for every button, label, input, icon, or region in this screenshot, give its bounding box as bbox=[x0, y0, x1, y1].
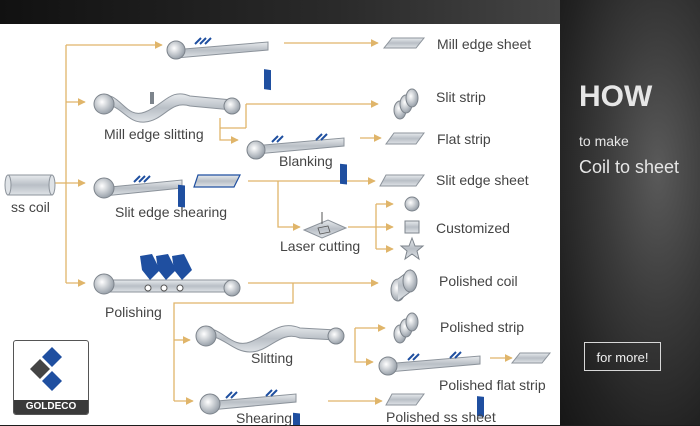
connectors bbox=[54, 39, 513, 405]
polished-coil-label: Polished coil bbox=[439, 273, 518, 289]
polished-flat-strip-icon bbox=[510, 352, 552, 364]
mill-edge-slitting-label: Mill edge slitting bbox=[104, 126, 204, 142]
top-band bbox=[0, 0, 560, 24]
flat-strip-label: Flat strip bbox=[437, 131, 491, 147]
slitting-icon bbox=[195, 325, 345, 353]
slitting-label: Slitting bbox=[251, 350, 294, 366]
for-more-button[interactable]: for more! bbox=[584, 342, 661, 371]
slit-edge-shearing-label: Slit edge shearing bbox=[115, 204, 228, 220]
customized-label: Customized bbox=[436, 220, 510, 236]
goldeco-logo-mark-icon bbox=[30, 347, 62, 391]
customized-circle-icon bbox=[404, 196, 420, 212]
mill-edge-sheet-label: Mill edge sheet bbox=[437, 36, 532, 52]
ss-coil-icon bbox=[4, 174, 56, 196]
process-flow-diagram bbox=[4, 37, 552, 425]
polished-strip-label: Polished strip bbox=[440, 319, 525, 335]
laser-cutting-label: Laser cutting bbox=[280, 238, 361, 254]
ss-coil-label: ss coil bbox=[11, 199, 50, 215]
shearing-icon bbox=[199, 389, 300, 425]
mill-edge-sheet-line-icon bbox=[166, 37, 271, 91]
laser-cutting-icon bbox=[302, 212, 348, 239]
polished-coil-icon bbox=[390, 269, 418, 302]
customized-star-icon bbox=[399, 236, 425, 261]
banner-subtitle-2: Coil to sheet bbox=[579, 157, 680, 177]
polishing-label: Polishing bbox=[105, 304, 162, 320]
polished-flat-strip-label: Polished flat strip bbox=[439, 377, 546, 393]
mill-edge-slitting-icon bbox=[93, 92, 241, 123]
slit-edge-sheet-label: Slit edge sheet bbox=[436, 172, 529, 188]
polished-ss-sheet-icon bbox=[385, 393, 425, 406]
mill-edge-sheet-icon bbox=[382, 37, 426, 49]
banner-subtitle-1: to make bbox=[579, 133, 629, 149]
flat-strip-icon bbox=[385, 132, 425, 145]
shearing-label: Shearing bbox=[236, 410, 293, 426]
polished-flat-strip-line-icon bbox=[378, 351, 484, 417]
banner-background bbox=[560, 0, 700, 425]
customized-square-icon bbox=[404, 220, 420, 234]
banner-title: HOW bbox=[579, 80, 653, 113]
blanking-label: Blanking bbox=[279, 153, 333, 169]
logo-brand-name: GOLDECO bbox=[14, 400, 88, 414]
slit-edge-shearing-icon bbox=[93, 174, 241, 208]
slit-strip-icon bbox=[393, 88, 419, 120]
slit-edge-sheet-icon bbox=[379, 174, 425, 187]
blanking-icon bbox=[246, 133, 347, 185]
polished-ss-sheet-label: Polished ss sheet bbox=[386, 409, 496, 425]
polished-strip-icon bbox=[393, 312, 419, 344]
goldeco-logo[interactable]: GOLDECO bbox=[13, 340, 89, 415]
polishing-icon bbox=[93, 254, 241, 297]
slit-strip-label: Slit strip bbox=[436, 89, 486, 105]
